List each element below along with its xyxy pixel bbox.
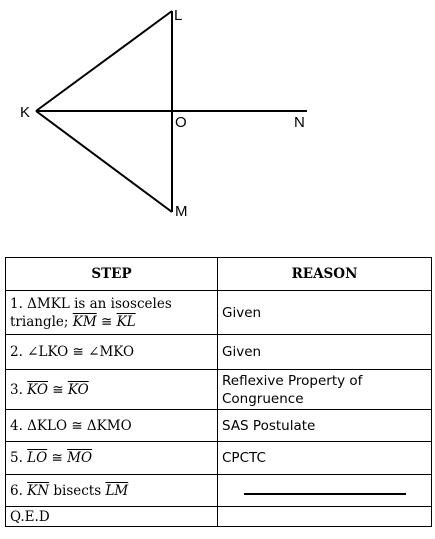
relation-text: ≅ xyxy=(96,313,117,330)
segment-symbol: KO xyxy=(27,381,48,398)
header-row: STEP REASON xyxy=(5,257,432,291)
segment-KM xyxy=(35,110,173,213)
segment-symbol: MO xyxy=(67,450,93,466)
reason-cell xyxy=(217,506,432,527)
reason-cell: Reflexive Property of Congruence xyxy=(217,369,432,410)
segment-symbol: KL xyxy=(116,313,136,330)
segment-symbol: LM xyxy=(105,482,129,499)
step-header: STEP xyxy=(5,257,218,291)
table-row: 2. ∠LKO ≅ ∠MKO Given xyxy=(5,334,432,370)
relation-text: bisects xyxy=(49,482,106,499)
reason-cell: Given xyxy=(217,290,432,335)
step-cell: 2. ∠LKO ≅ ∠MKO xyxy=(5,334,218,370)
step-cell: 6. KN bisects LM xyxy=(5,474,218,507)
reason-cell: SAS Postulate xyxy=(217,409,432,442)
answer-blank-cell[interactable] xyxy=(217,474,432,507)
relation-text: ≅ xyxy=(47,450,68,466)
table-row: Q.E.D xyxy=(5,506,432,527)
table-row: 3. KO ≅ KO Reflexive Property of Congrue… xyxy=(5,369,432,410)
segment-KL xyxy=(35,10,173,112)
step-text: 4. ΔKLO ≅ ΔKMO xyxy=(10,417,132,434)
step-text: 1. ΔMKL is an isosceles triangle; xyxy=(10,295,172,330)
relation-text: ≅ xyxy=(47,381,68,398)
answer-blank-line[interactable] xyxy=(243,492,406,495)
reason-cell: Given xyxy=(217,334,432,370)
label-N: N xyxy=(294,114,305,131)
segment-symbol: LO xyxy=(27,450,48,466)
step-text: 3. xyxy=(10,381,28,398)
segment-symbol: KN xyxy=(27,482,50,499)
segment-symbol: KO xyxy=(67,381,89,398)
label-O: O xyxy=(175,114,187,131)
step-text: 2. ∠LKO ≅ ∠MKO xyxy=(10,344,135,360)
table-row: 1. ΔMKL is an isosceles triangle; KM ≅ K… xyxy=(5,290,432,335)
label-M: M xyxy=(175,203,188,220)
segment-symbol: KM xyxy=(72,313,97,330)
step-cell: 1. ΔMKL is an isosceles triangle; KM ≅ K… xyxy=(5,290,218,335)
table-row: 4. ΔKLO ≅ ΔKMO SAS Postulate xyxy=(5,409,432,442)
step-text: 6. xyxy=(10,482,28,499)
qed-text: Q.E.D xyxy=(10,508,50,525)
step-cell: 4. ΔKLO ≅ ΔKMO xyxy=(5,409,218,442)
step-cell: Q.E.D xyxy=(5,506,218,527)
table-row: 6. KN bisects LM xyxy=(5,474,432,507)
proof-table: STEP REASON 1. ΔMKL is an isosceles tria… xyxy=(5,257,432,527)
step-cell: 3. KO ≅ KO xyxy=(5,369,218,410)
step-cell: 5. LO ≅ MO xyxy=(5,441,218,475)
reason-header: REASON xyxy=(217,257,432,291)
geometry-figure: L K O N M xyxy=(20,7,307,220)
step-text: 5. xyxy=(10,450,28,466)
table-row: 5. LO ≅ MO CPCTC xyxy=(5,441,432,475)
label-K: K xyxy=(20,104,30,121)
reason-cell: CPCTC xyxy=(217,441,432,475)
label-L: L xyxy=(174,7,182,24)
